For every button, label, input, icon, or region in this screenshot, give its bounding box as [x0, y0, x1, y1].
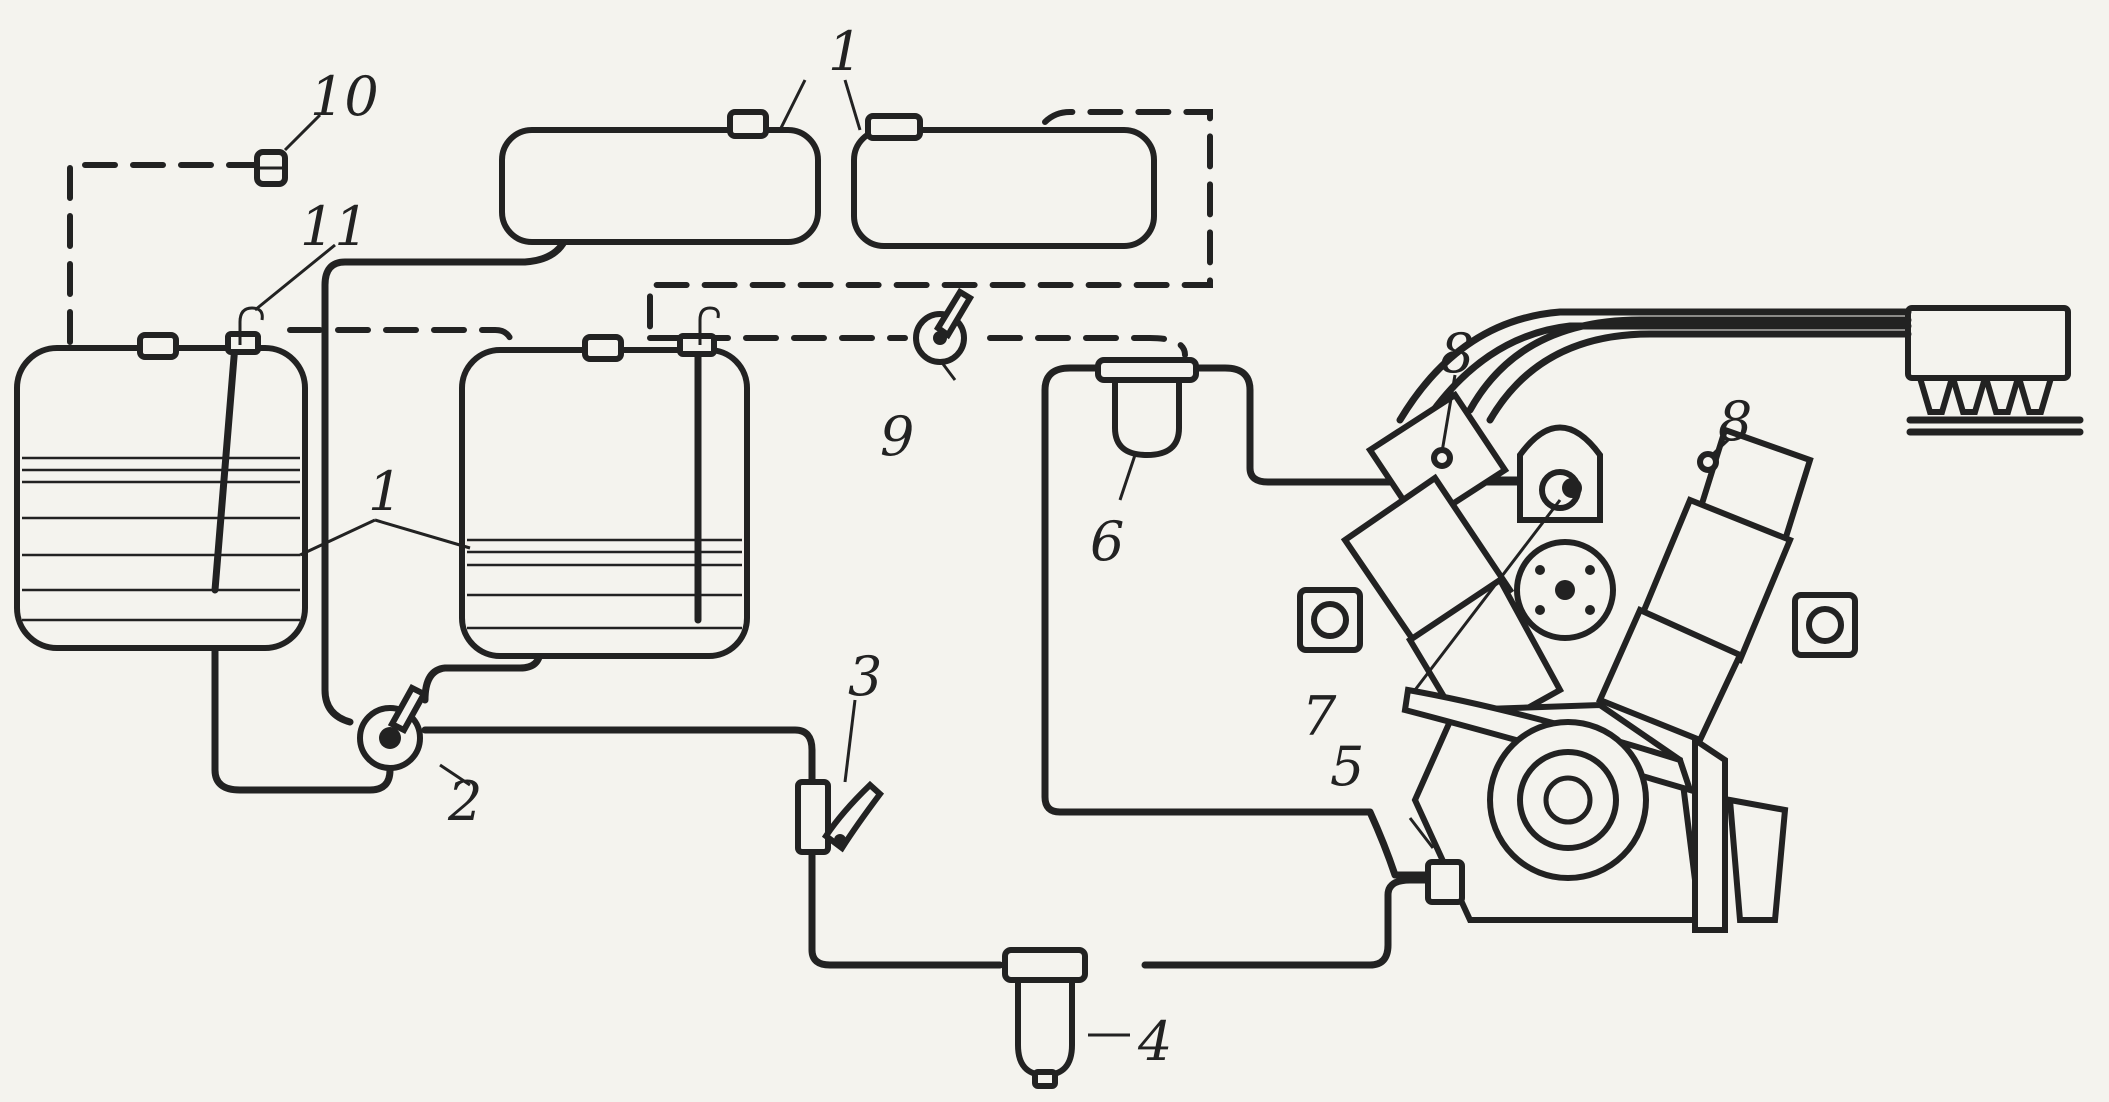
- hook-middle: [698, 306, 720, 345]
- label-1-top: 1: [828, 20, 862, 83]
- bleed-screw-left: [1431, 447, 1453, 469]
- leader-lines: [254, 79, 1730, 1037]
- coarse-fuel-filter: [1002, 947, 1088, 1089]
- fuel-tank-upper-right: [851, 113, 1157, 249]
- label-6: 6: [1090, 510, 1124, 573]
- dashed-lines: [67, 109, 1213, 358]
- label-7: 7: [1302, 685, 1337, 748]
- filler-cap-left: [137, 332, 179, 360]
- bleed-screw-right: [1697, 451, 1719, 473]
- filler-cap-upper-right: [865, 113, 923, 141]
- vent-fitting: [254, 149, 288, 187]
- fine-fuel-filter: [1095, 357, 1199, 459]
- label-4: 4: [1137, 1010, 1172, 1073]
- label-11: 11: [300, 195, 369, 258]
- fuel-transfer-pump: [1425, 859, 1465, 905]
- engine: [1297, 390, 1858, 933]
- label-9: 9: [880, 405, 914, 468]
- label-10: 10: [310, 65, 379, 128]
- hook-left: [238, 306, 264, 345]
- shutoff-valve: [795, 779, 885, 855]
- label-3: 3: [848, 645, 882, 708]
- fuel-level-left: [22, 456, 300, 622]
- filler-cap-upper-left: [727, 109, 769, 139]
- filler-cap-middle: [582, 334, 624, 362]
- label-8-right: 8: [1718, 390, 1752, 453]
- high-pressure-lines: [1396, 308, 1912, 434]
- fuel-tank-upper-left: [499, 109, 821, 245]
- label-1-middle: 1: [368, 460, 402, 523]
- hand-fuel-pump: [913, 287, 975, 365]
- fuel-tank-middle: [459, 333, 750, 659]
- label-5: 5: [1330, 735, 1364, 798]
- label-2: 2: [447, 770, 482, 833]
- injection-pump: [1905, 305, 2084, 436]
- label-8-left: 8: [1440, 322, 1474, 385]
- fuel-distribution-tap: [357, 684, 429, 771]
- fuel-tank-left: [14, 331, 308, 651]
- fuel-pipes: [211, 236, 1579, 969]
